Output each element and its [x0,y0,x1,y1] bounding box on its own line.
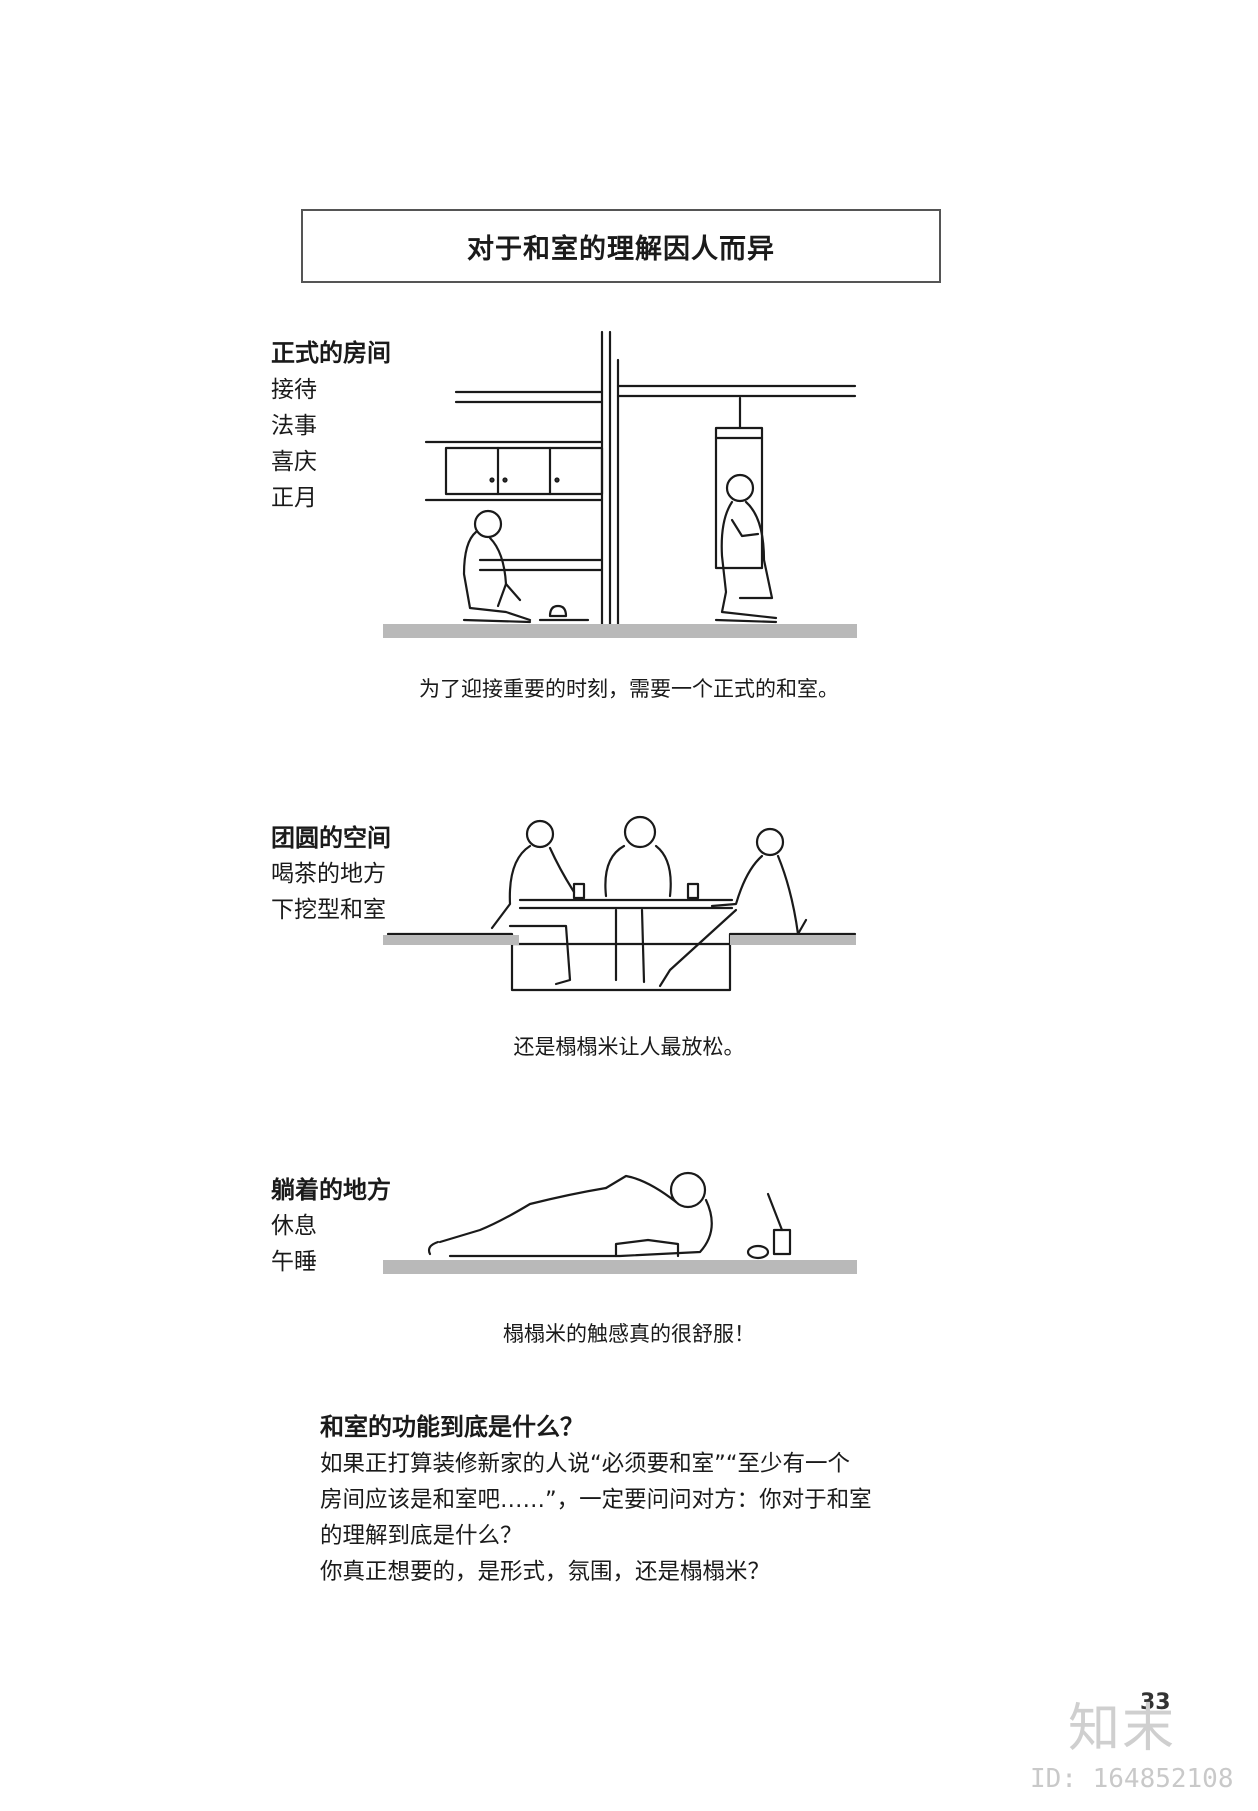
question-title: 和室的功能到底是什么？ [320,1413,584,1441]
section-1-item: 喜庆 [271,449,317,475]
watermark-id: ID: 164852108 [1030,1764,1234,1794]
section-3-caption: 榻榻米的触感真的很舒服！ [503,1322,755,1346]
sunken-table-illustration [386,815,857,992]
section-2-caption: 还是榻榻米让人最放松。 [513,1035,745,1059]
section-1-item: 接待 [271,377,317,403]
section-1-item: 法事 [271,413,317,439]
floor-section-2-left [383,935,519,945]
floor-section-1 [383,624,857,638]
watermark-logo: 知末 [1068,1699,1177,1759]
question-line: 如果正打算装修新家的人说“必须要和室”“至少有一个 [320,1451,850,1477]
section-2-heading: 团圆的空间 [271,824,391,852]
section-2-item: 下挖型和室 [271,897,386,923]
section-2-item: 喝茶的地方 [271,861,386,887]
floor-section-3 [383,1260,857,1274]
page-number: 33 [1140,1690,1171,1715]
question-line: 你真正想要的，是形式，氛围，还是榻榻米？ [320,1559,771,1585]
section-3-item: 休息 [271,1213,317,1239]
section-1-heading: 正式的房间 [271,339,391,367]
question-line: 房间应该是和室吧……”，一定要问问对方：你对于和室 [320,1487,872,1513]
question-line: 的理解到底是什么？ [320,1523,523,1549]
reclining-person-illustration [427,1171,792,1260]
section-3-item: 午睡 [271,1249,317,1275]
question-body: 如果正打算装修新家的人说“必须要和室”“至少有一个 房间应该是和室吧……”，一定… [320,1446,960,1590]
section-1-caption: 为了迎接重要的时刻，需要一个正式的和室。 [419,677,839,701]
page-title: 对于和室的理解因人而异 [301,209,941,283]
section-3-heading: 躺着的地方 [271,1176,391,1204]
formal-room-illustration [424,330,857,630]
section-1-item: 正月 [271,485,317,511]
floor-section-2-right [730,935,856,945]
